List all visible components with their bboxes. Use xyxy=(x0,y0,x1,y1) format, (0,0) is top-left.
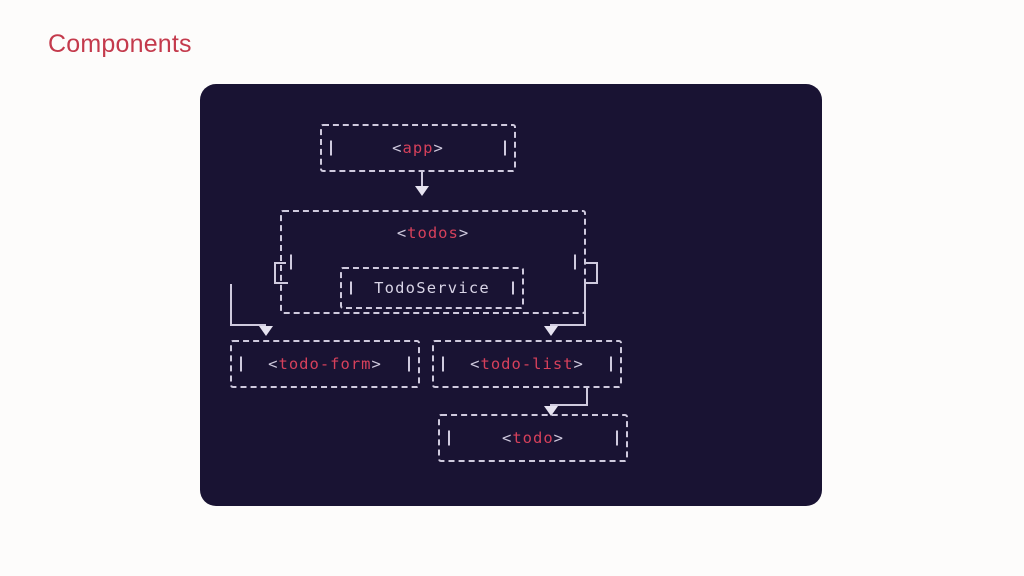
node-todo-list: <todo-list> xyxy=(432,340,622,388)
connector-branch-left-vertical xyxy=(230,284,232,326)
arrowhead-down-icon-todo-list xyxy=(544,326,558,336)
node-todo: <todo> xyxy=(438,414,628,462)
angle-bracket-open-icon: < xyxy=(501,429,513,447)
node-todos: <todos> xyxy=(280,210,586,314)
node-todo-name: todo xyxy=(512,429,554,447)
node-todo-label: <todo> xyxy=(502,429,564,447)
connector-todos-left-vertical xyxy=(274,262,276,284)
node-app-label: <app> xyxy=(392,139,444,157)
angle-bracket-open-icon: < xyxy=(392,139,403,157)
node-app: <app> xyxy=(320,124,516,172)
angle-bracket-close-icon: > xyxy=(573,355,584,373)
component-diagram-panel: <app> <todos> TodoService <todo-form> <t… xyxy=(200,84,822,506)
angle-bracket-close-icon: > xyxy=(458,224,470,242)
page-title: Components xyxy=(48,30,192,58)
node-todo-list-label: <todo-list> xyxy=(470,355,584,373)
connector-branch-left-horizontal xyxy=(230,324,266,326)
node-todos-label: <todos> xyxy=(282,224,584,242)
arrowhead-down-icon-todo-form xyxy=(259,326,273,336)
node-todo-form-label: <todo-form> xyxy=(268,355,382,373)
angle-bracket-close-icon: > xyxy=(553,429,564,447)
connector-todos-right-stub xyxy=(586,262,598,264)
angle-bracket-close-icon: > xyxy=(433,139,444,157)
connector-list-to-todo-horizontal xyxy=(550,404,588,406)
connector-app-to-todos-vertical xyxy=(421,172,423,186)
angle-bracket-open-icon: < xyxy=(470,355,481,373)
node-todos-name: todos xyxy=(407,224,459,242)
node-todo-form-name: todo-form xyxy=(278,355,372,373)
node-todo-form: <todo-form> xyxy=(230,340,420,388)
connector-todos-right-vertical xyxy=(596,262,598,284)
node-todo-list-name: todo-list xyxy=(480,355,574,373)
angle-bracket-close-icon: > xyxy=(371,355,382,373)
connector-todos-right-horizontal xyxy=(584,282,598,284)
connector-list-to-todo-vertical xyxy=(586,388,588,406)
arrowhead-down-icon-app-to-todos xyxy=(415,186,429,196)
connector-branch-right-horizontal xyxy=(550,324,586,326)
node-todoservice: TodoService xyxy=(340,267,524,309)
node-todoservice-label: TodoService xyxy=(374,279,490,297)
node-app-name: app xyxy=(402,139,434,157)
angle-bracket-open-icon: < xyxy=(396,224,408,242)
arrowhead-down-icon-todo xyxy=(544,406,558,416)
angle-bracket-open-icon: < xyxy=(268,355,279,373)
